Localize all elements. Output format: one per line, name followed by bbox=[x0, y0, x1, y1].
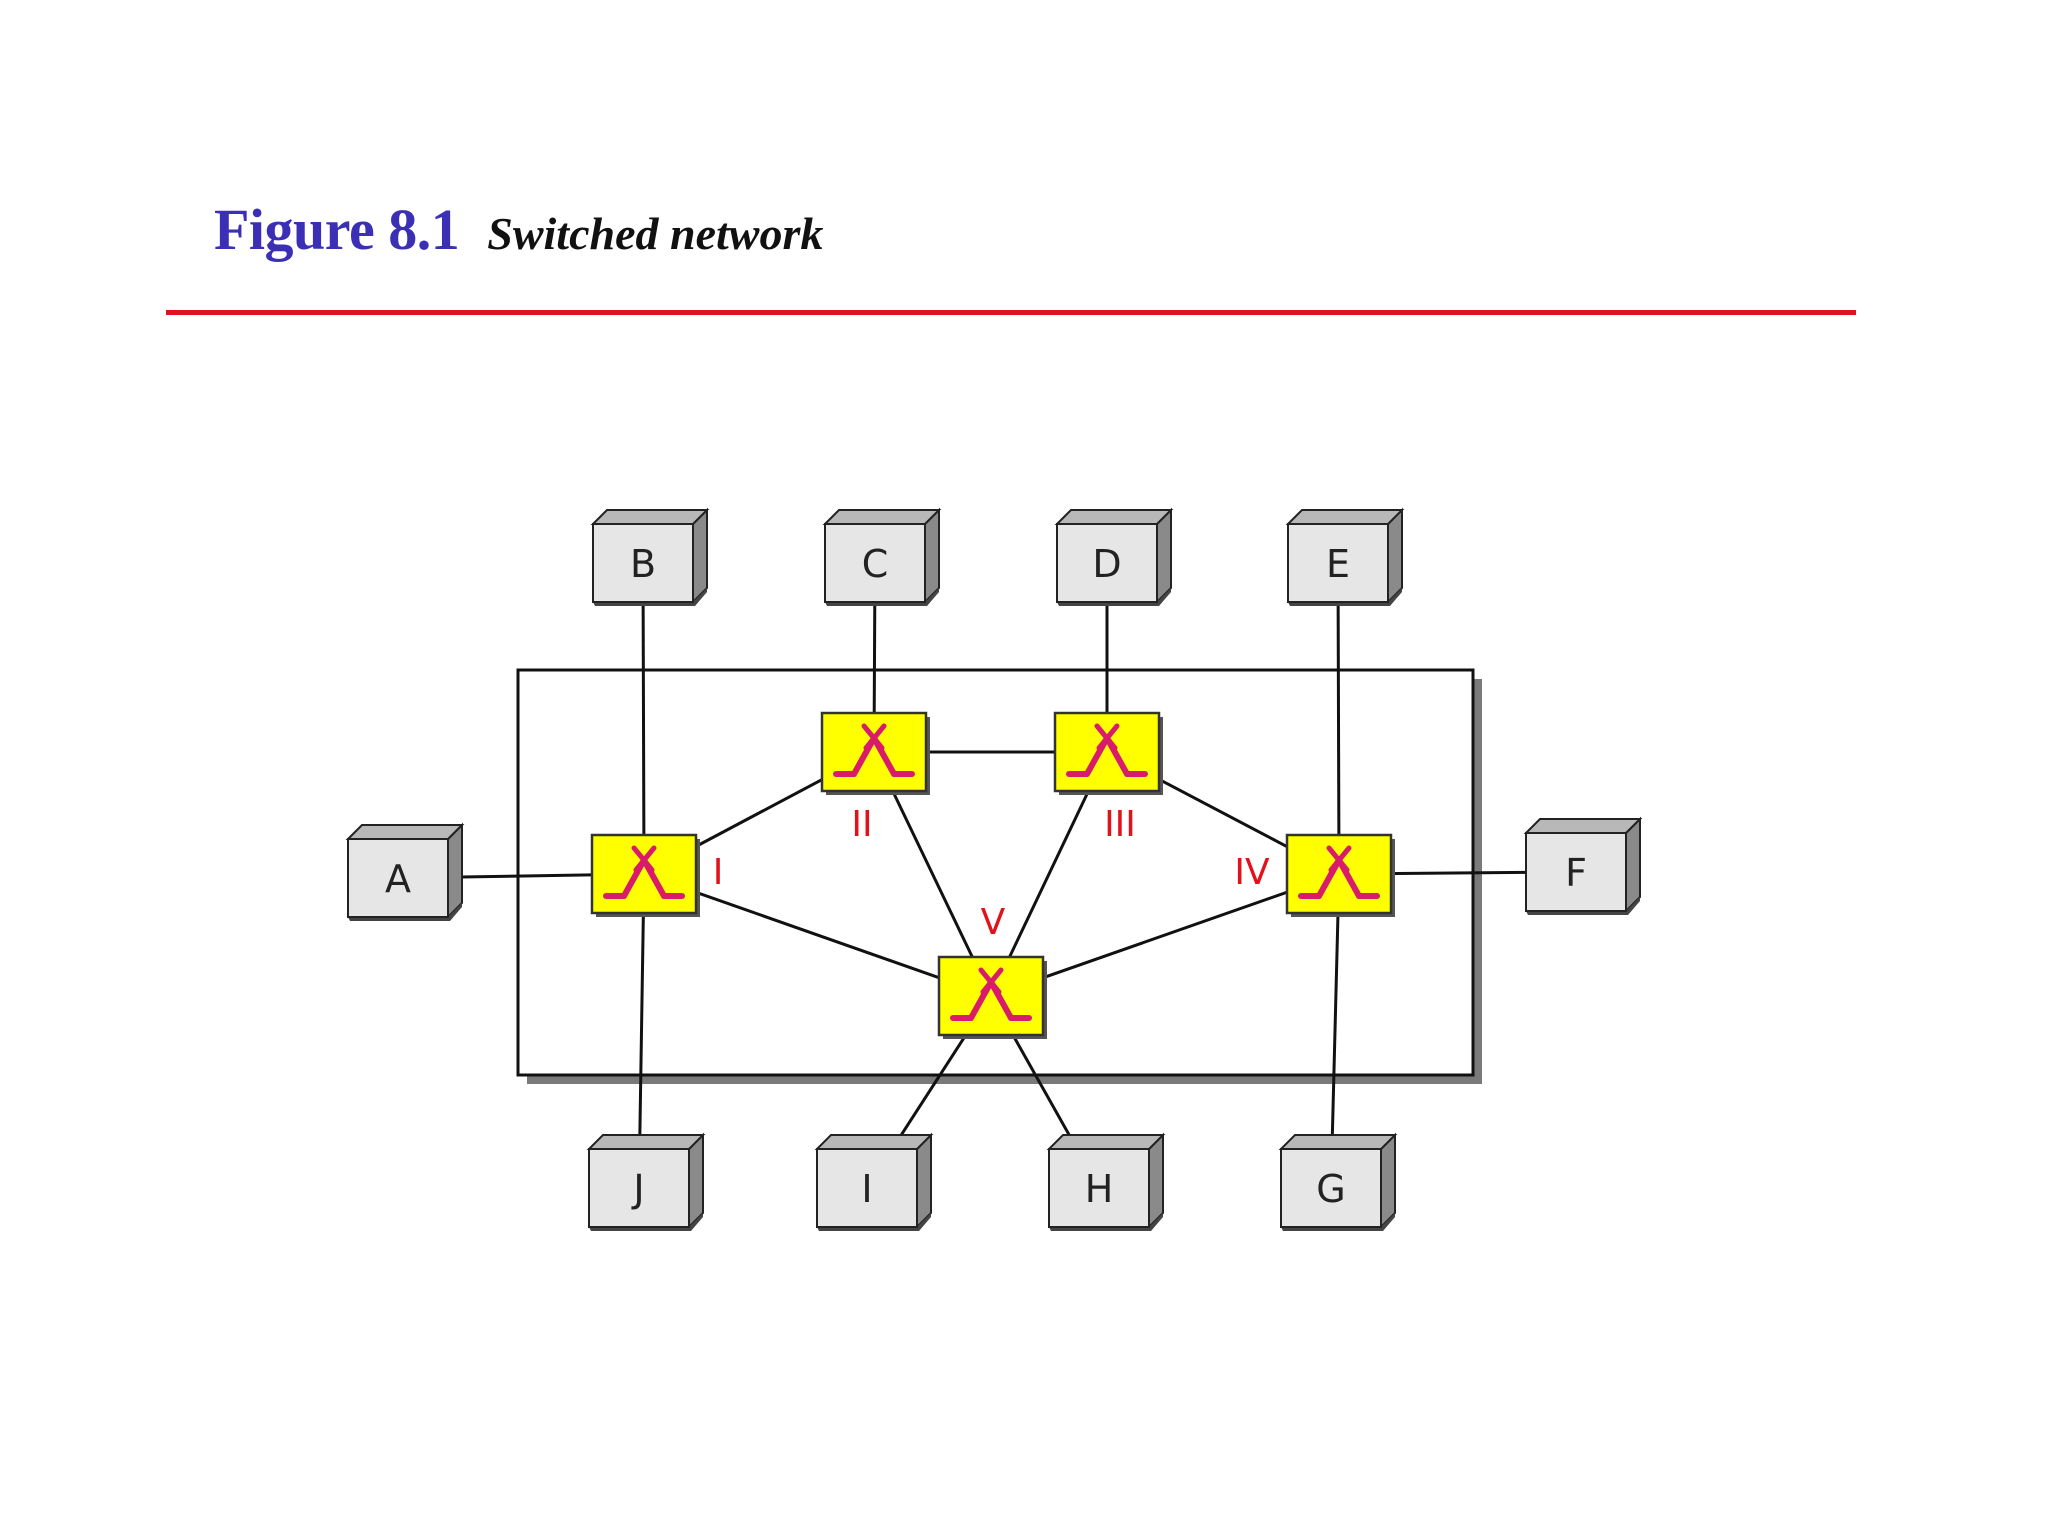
switch-IV: IV bbox=[1234, 833, 1395, 917]
switch-I: I bbox=[590, 833, 724, 917]
station-B: B bbox=[590, 507, 710, 606]
station-J: J bbox=[586, 1132, 706, 1231]
station-label: H bbox=[1085, 1167, 1114, 1211]
switch-symbol-icon bbox=[1298, 845, 1380, 899]
station-label: J bbox=[631, 1167, 644, 1211]
switch-label: V bbox=[981, 902, 1006, 943]
link-switch-IV-switch-V bbox=[990, 872, 1340, 998]
link-switch-I-switch-V bbox=[643, 872, 992, 998]
switch-label: III bbox=[1104, 804, 1136, 845]
station-A: A bbox=[345, 822, 465, 921]
switch-III: III bbox=[1053, 711, 1163, 845]
figure-number: Figure 8.1 bbox=[214, 197, 460, 262]
station-E: E bbox=[1285, 507, 1405, 606]
station-I: I bbox=[814, 1132, 934, 1231]
switch-symbol-icon bbox=[1066, 723, 1148, 777]
switch-label: I bbox=[713, 852, 724, 893]
station-label: B bbox=[630, 542, 656, 586]
link-station-B-switch-I bbox=[641, 562, 646, 875]
switch-symbol-icon bbox=[833, 723, 915, 777]
station-F: F bbox=[1523, 816, 1643, 915]
figure-caption: Switched network bbox=[487, 208, 824, 259]
station-label: C bbox=[862, 542, 889, 586]
figure-title: Figure 8.1 Switched network bbox=[214, 196, 823, 263]
title-rule bbox=[166, 310, 1856, 315]
station-H: H bbox=[1046, 1132, 1166, 1231]
station-G: G bbox=[1278, 1132, 1398, 1231]
switch-II: II bbox=[820, 711, 930, 845]
station-label: D bbox=[1092, 542, 1121, 586]
station-label: F bbox=[1565, 851, 1587, 895]
station-label: G bbox=[1316, 1167, 1345, 1211]
station-label: E bbox=[1326, 542, 1350, 586]
station-D: D bbox=[1054, 507, 1174, 606]
station-label: I bbox=[861, 1167, 872, 1211]
link-station-E-switch-IV bbox=[1336, 562, 1341, 875]
switch-symbol-icon bbox=[950, 967, 1032, 1021]
switch-V: V bbox=[937, 902, 1047, 1039]
station-label: A bbox=[385, 857, 411, 901]
station-C: C bbox=[822, 507, 942, 606]
switch-label: IV bbox=[1234, 852, 1270, 893]
switch-label: II bbox=[851, 804, 872, 845]
switch-symbol-icon bbox=[603, 845, 685, 899]
